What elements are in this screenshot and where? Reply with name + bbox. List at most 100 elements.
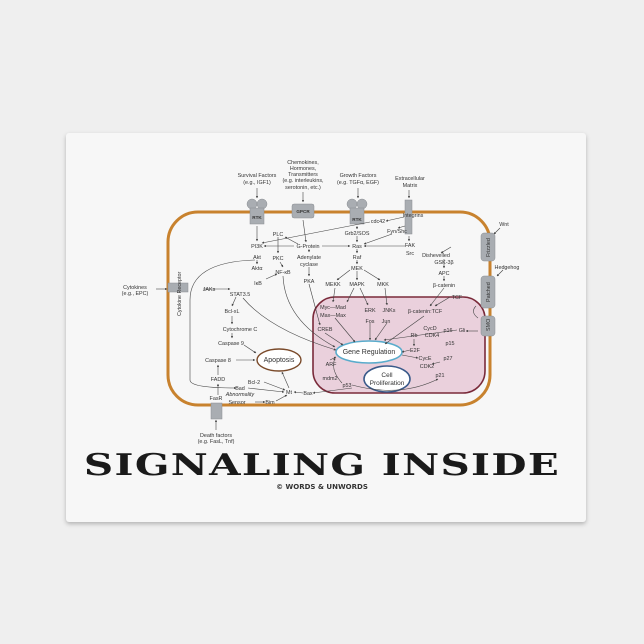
- svg-text:Fos: Fos: [366, 319, 375, 325]
- svg-text:Frizzled: Frizzled: [486, 238, 492, 257]
- svg-text:PI3K: PI3K: [251, 244, 263, 250]
- svg-text:JAKs: JAKs: [203, 287, 216, 293]
- svg-text:PKC: PKC: [272, 256, 283, 262]
- svg-text:Caspase 8: Caspase 8: [205, 358, 231, 364]
- frizzled-receptor: Frizzled: [480, 232, 496, 262]
- rtk-receptor-2: RTK: [346, 198, 368, 225]
- svg-text:APC: APC: [438, 271, 449, 277]
- gpcr-receptor: GPCR: [291, 203, 315, 219]
- svg-text:CycE: CycE: [419, 356, 432, 362]
- svg-text:E2F: E2F: [410, 348, 421, 354]
- svg-text:FAK: FAK: [405, 243, 416, 249]
- patched-receptor: Patched: [480, 275, 496, 309]
- diagram-labels: Survival Factors(e.g., IGF1) Chemokines,…: [122, 160, 520, 445]
- svg-text:(e.g. interleukins,: (e.g. interleukins,: [282, 178, 324, 184]
- nucleus: [312, 296, 486, 394]
- svg-text:FasR: FasR: [210, 396, 223, 402]
- svg-text:Jun: Jun: [382, 319, 391, 325]
- svg-text:(e.g., EPC): (e.g., EPC): [122, 291, 149, 297]
- svg-text:Sensor: Sensor: [228, 400, 245, 406]
- svg-text:p21: p21: [436, 373, 445, 379]
- svg-text:Bad: Bad: [235, 386, 245, 392]
- svg-text:Apoptosis: Apoptosis: [264, 357, 295, 364]
- svg-text:IκB: IκB: [254, 281, 262, 287]
- svg-text:MAPK: MAPK: [349, 282, 365, 288]
- svg-text:Cytochrome C: Cytochrome C: [223, 327, 258, 333]
- fasr-receptor: [210, 402, 223, 420]
- pathway-arrows: [156, 188, 504, 430]
- svg-text:PKA: PKA: [304, 279, 315, 285]
- svg-text:JNKs: JNKs: [383, 308, 396, 314]
- svg-text:Cytokines: Cytokines: [123, 285, 147, 291]
- svg-text:Cell: Cell: [381, 372, 393, 379]
- svg-text:β-catenin:TCF: β-catenin:TCF: [408, 309, 443, 315]
- svg-text:G-Protein: G-Protein: [296, 244, 319, 250]
- svg-text:p53: p53: [343, 383, 352, 389]
- apoptosis-node: [256, 348, 302, 372]
- svg-text:Adenylate: Adenylate: [297, 255, 321, 261]
- svg-text:Ras: Ras: [352, 244, 362, 250]
- svg-text:ERK: ERK: [364, 308, 375, 314]
- svg-text:Dishevelled: Dishevelled: [422, 253, 450, 259]
- svg-text:Myc—Mad: Myc—Mad: [320, 305, 346, 311]
- svg-text:TCF: TCF: [452, 295, 463, 301]
- copyright-text: © WORDS & UNWORDS: [276, 483, 368, 491]
- svg-text:(e.g. FasL, Tnf): (e.g. FasL, Tnf): [198, 439, 235, 445]
- svg-text:ARF: ARF: [326, 362, 337, 368]
- svg-text:Survival Factors: Survival Factors: [238, 173, 277, 179]
- integrins-receptor: [404, 199, 413, 235]
- svg-text:Matrix: Matrix: [403, 183, 418, 189]
- svg-text:Grb2/SOS: Grb2/SOS: [345, 231, 370, 237]
- svg-text:Hormones,: Hormones,: [290, 166, 317, 172]
- svg-text:p27: p27: [444, 356, 453, 362]
- cell-membrane: [166, 210, 492, 407]
- svg-text:Gli: Gli: [459, 328, 466, 334]
- svg-text:CDK2: CDK2: [420, 364, 434, 370]
- smo-receptor: SMO: [480, 315, 496, 337]
- svg-text:GPCR: GPCR: [296, 209, 310, 214]
- svg-text:CycD: CycD: [423, 326, 436, 332]
- svg-text:Patched: Patched: [486, 282, 492, 302]
- svg-text:Mt: Mt: [286, 390, 292, 396]
- svg-text:Gene Regulation: Gene Regulation: [343, 349, 396, 356]
- svg-text:Hedgehog: Hedgehog: [495, 265, 520, 271]
- svg-text:β-catenin: β-catenin: [433, 283, 455, 289]
- svg-text:Bax: Bax: [303, 391, 313, 397]
- svg-text:p15: p15: [446, 341, 455, 347]
- svg-text:Src: Src: [406, 251, 414, 257]
- svg-text:Rb: Rb: [411, 333, 418, 339]
- svg-text:Caspase 9: Caspase 9: [218, 341, 244, 347]
- svg-text:PLC: PLC: [273, 232, 284, 238]
- svg-text:CDK4: CDK4: [425, 333, 439, 339]
- svg-text:MKK: MKK: [377, 282, 389, 288]
- svg-text:RTK: RTK: [352, 217, 362, 222]
- svg-text:Growth Factors: Growth Factors: [340, 173, 377, 179]
- svg-text:p16: p16: [444, 328, 453, 334]
- svg-text:GSK-3β: GSK-3β: [434, 260, 453, 266]
- svg-text:FADD: FADD: [211, 377, 225, 383]
- svg-text:(e.g. TGFα, EGF): (e.g. TGFα, EGF): [337, 180, 379, 186]
- mat-title: SIGNALING INSIDE: [83, 448, 561, 483]
- svg-text:mdm2: mdm2: [323, 376, 338, 382]
- svg-text:SMO: SMO: [486, 319, 492, 331]
- svg-text:Abnormality: Abnormality: [225, 392, 255, 398]
- svg-text:Raf: Raf: [353, 255, 362, 261]
- svg-text:MEKK: MEKK: [325, 282, 341, 288]
- svg-text:NF-κB: NF-κB: [275, 270, 291, 276]
- svg-text:Akt: Akt: [253, 255, 261, 261]
- svg-text:cdc42: cdc42: [371, 219, 385, 225]
- svg-text:Extracellular: Extracellular: [395, 176, 425, 182]
- svg-text:cyclase: cyclase: [300, 262, 318, 268]
- svg-text:Bcl-xL: Bcl-xL: [225, 309, 240, 315]
- svg-text:serotonin, etc.): serotonin, etc.): [285, 185, 321, 191]
- cell-proliferation-node: [363, 365, 411, 393]
- svg-text:Chemokines,: Chemokines,: [287, 160, 319, 166]
- svg-text:Fyn/Shc: Fyn/Shc: [387, 229, 407, 235]
- svg-text:(e.g., IGF1): (e.g., IGF1): [243, 180, 271, 186]
- svg-text:Bcl-2: Bcl-2: [248, 380, 260, 386]
- cytokine-receptor: Cytokine Receptor: [167, 271, 189, 316]
- svg-text:Max—Max: Max—Max: [320, 313, 346, 319]
- svg-text:Transmitters: Transmitters: [288, 172, 318, 178]
- svg-text:MEK: MEK: [351, 266, 363, 272]
